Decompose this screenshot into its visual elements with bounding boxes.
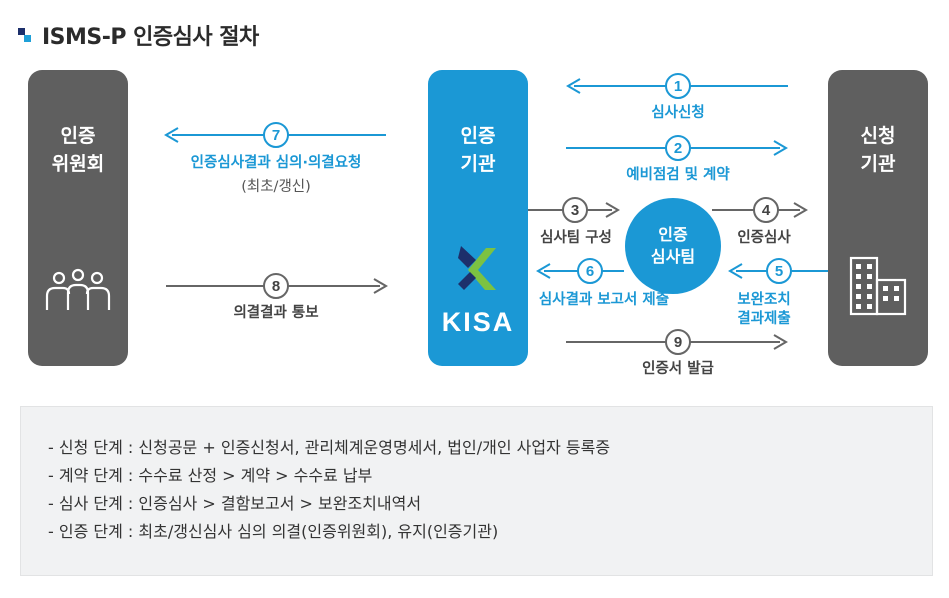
certifier-label: 인증 기관 bbox=[460, 125, 496, 175]
svg-text:9: 9 bbox=[674, 334, 682, 351]
svg-text:8: 8 bbox=[272, 278, 280, 295]
svg-text:2: 2 bbox=[674, 140, 682, 157]
step-3-marker: 3 bbox=[562, 197, 588, 223]
svg-text:4: 4 bbox=[762, 202, 771, 219]
step-8-label: 의결결과 통보 bbox=[233, 305, 319, 321]
step-7-sublabel: (최초/갱신) bbox=[241, 179, 311, 195]
svg-text:1: 1 bbox=[674, 78, 682, 95]
note-contract-stage: - 계약 단계 : 수수료 산정 > 계약 > 수수료 납부 bbox=[48, 466, 373, 485]
step-7-marker: 7 bbox=[263, 122, 289, 148]
svg-text:7: 7 bbox=[272, 127, 280, 144]
committee-label: 인증 위원회 bbox=[51, 125, 105, 175]
step-2-label: 예비점검 및 계약 bbox=[626, 167, 730, 183]
step-5-label: 보완조치 결과제출 bbox=[737, 292, 791, 327]
step-9-label: 인증서 발급 bbox=[642, 361, 714, 377]
page-title: ISMS-P 인증심사 절차 bbox=[42, 25, 259, 50]
committee-box: 인증 위원회 bbox=[28, 70, 128, 366]
note-certify-stage: - 인증 단계 : 최초/갱신심사 심의 의결(인증위원회), 유지(인증기관) bbox=[48, 522, 499, 541]
building-icon bbox=[849, 256, 907, 316]
applicant-label: 신청 기관 bbox=[860, 125, 896, 175]
committee-people-icon bbox=[45, 268, 111, 310]
step-2-marker: 2 bbox=[665, 135, 691, 161]
step-9-marker: 9 bbox=[665, 329, 691, 355]
title-bullet-icon bbox=[18, 28, 32, 42]
kisa-logo: KISA bbox=[442, 246, 515, 337]
step-1-marker: 1 bbox=[665, 73, 691, 99]
notes-panel: - 신청 단계 : 신청공문 + 인증신청서, 관리체계운영명세서, 법인/개인… bbox=[20, 406, 933, 576]
page-header: ISMS-P 인증심사 절차 bbox=[18, 20, 259, 50]
svg-text:6: 6 bbox=[586, 263, 594, 280]
step-4-marker: 4 bbox=[753, 197, 779, 223]
step-1-label: 심사신청 bbox=[651, 105, 705, 121]
audit-team-circle: 인증 심사팀 bbox=[625, 198, 721, 294]
step-6-marker: 6 bbox=[577, 258, 603, 284]
step-7-label: 인증심사결과 심의·의결요청 bbox=[190, 155, 362, 171]
svg-text:KISA: KISA bbox=[442, 307, 515, 337]
svg-text:3: 3 bbox=[571, 202, 579, 219]
note-apply-stage: - 신청 단계 : 신청공문 + 인증신청서, 관리체계운영명세서, 법인/개인… bbox=[48, 438, 611, 457]
step-6-label: 심사결과 보고서 제출 bbox=[538, 292, 670, 308]
svg-text:5: 5 bbox=[775, 263, 783, 280]
step-3-label: 심사팀 구성 bbox=[540, 230, 612, 246]
applicant-box: 신청 기관 bbox=[828, 70, 928, 366]
notes-list: - 신청 단계 : 신청공문 + 인증신청서, 관리체계운영명세서, 법인/개인… bbox=[48, 434, 610, 546]
step-5-marker: 5 bbox=[766, 258, 792, 284]
step-4-label: 인증심사 bbox=[737, 230, 791, 246]
note-audit-stage: - 심사 단계 : 인증심사 > 결함보고서 > 보완조치내역서 bbox=[48, 494, 422, 513]
step-8-marker: 8 bbox=[263, 273, 289, 299]
certifier-box: 인증 기관 KISA bbox=[428, 70, 528, 366]
